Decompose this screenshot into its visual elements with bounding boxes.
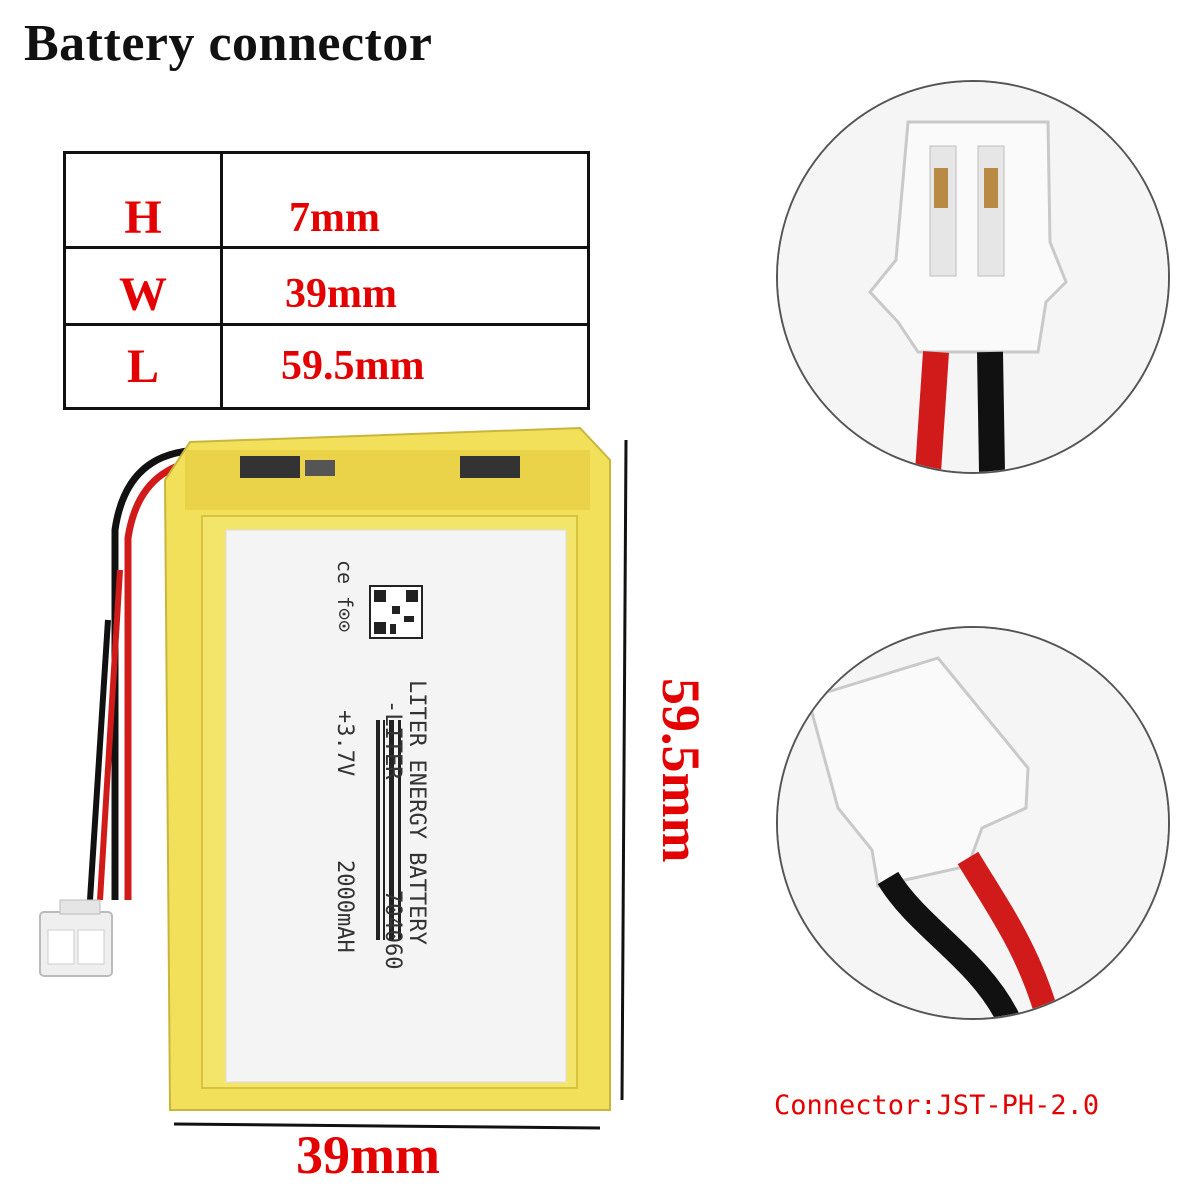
qr-code	[369, 585, 423, 639]
connector-closeup-top	[776, 80, 1170, 474]
spec-letter-h: H	[124, 191, 162, 244]
page-title: Battery connector	[24, 15, 433, 72]
width-dimension-label: 39mm	[296, 1125, 440, 1185]
spec-table: H 7mm W 39mm L 59.5mm	[63, 151, 590, 410]
black-wire	[877, 871, 1019, 1018]
height-dimension-label: 59.5mm	[651, 678, 711, 863]
connector-top-image	[778, 82, 1168, 472]
battery-brand2-label: -LITER	[380, 700, 405, 780]
battery-illustration: LITER ENERGY BATTERY -LITER 704060 +3.7V…	[39, 426, 611, 1111]
table-divider	[66, 323, 587, 326]
battery-brand-label: LITER ENERGY BATTERY	[404, 680, 429, 945]
spec-value-l: 59.5mm	[281, 343, 425, 389]
battery-voltage-label: +3.7V	[332, 710, 357, 776]
battery-model-label: 704060	[380, 890, 405, 969]
battery-capacity-label: 2000mAH	[332, 860, 357, 953]
table-divider	[220, 154, 223, 407]
battery-cert-label: ce f⊙⊙	[333, 560, 357, 632]
spec-letter-l: L	[126, 340, 159, 393]
barcode	[376, 720, 401, 940]
spec-value-w: 39mm	[285, 271, 397, 317]
connector-caption: Connector:JST-PH-2.0	[774, 1090, 1100, 1121]
table-divider	[66, 246, 587, 249]
red-wire	[915, 351, 949, 472]
spec-value-h: 7mm	[289, 195, 380, 241]
spec-letter-w: W	[119, 268, 167, 321]
connector-closeup-bottom	[776, 626, 1170, 1020]
red-wire	[957, 851, 1060, 1018]
jst-connector	[39, 899, 113, 977]
battery-body: LITER ENERGY BATTERY -LITER 704060 +3.7V…	[163, 426, 611, 1111]
black-wire	[977, 351, 1005, 472]
connector-bottom-image	[778, 628, 1168, 1018]
